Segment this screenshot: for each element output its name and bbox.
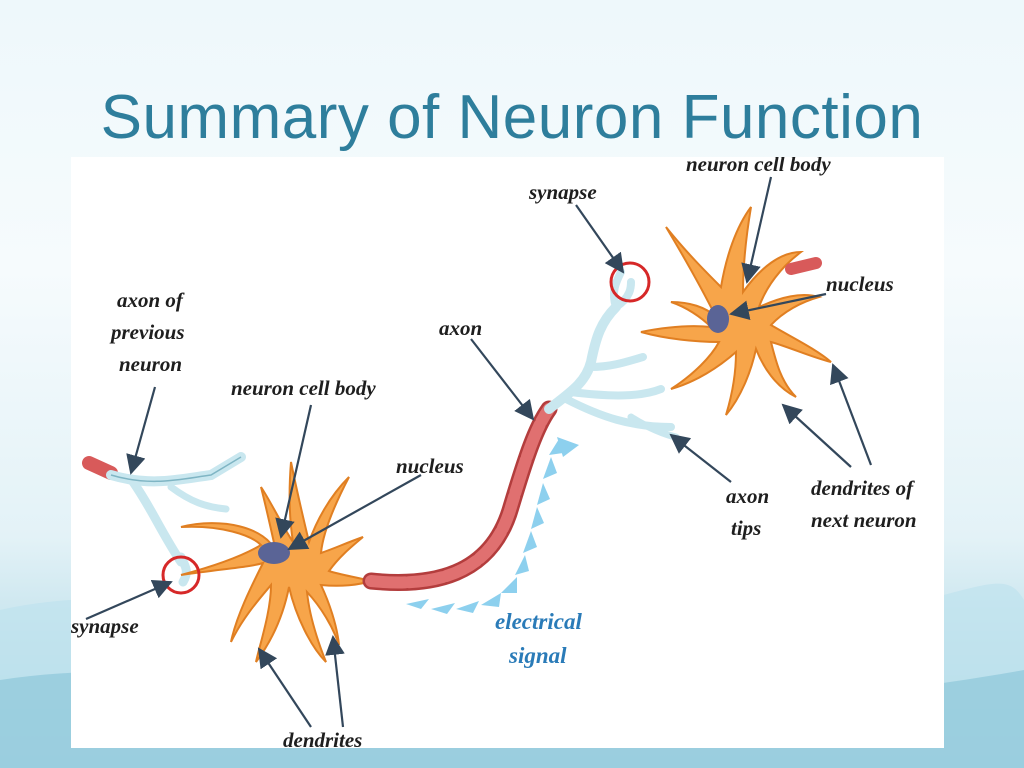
label-dendrites-of-next-neuron-1: dendrites of — [811, 476, 915, 500]
label-axon-tips-2: tips — [731, 516, 761, 540]
right-axon-tips — [544, 268, 680, 441]
electrical-signal-arrow — [406, 437, 579, 614]
previous-neuron-axon-tips — [82, 452, 246, 587]
neuron-diagram: axon of previous neuron neuron cell body… — [71, 157, 944, 748]
label-axon-tips-1: axon — [726, 484, 769, 508]
label-synapse-left: synapse — [71, 614, 139, 638]
diagram-labels: axon of previous neuron neuron cell body… — [71, 157, 917, 748]
label-dendrites-of-next-neuron-2: next neuron — [811, 508, 917, 532]
axon — [362, 400, 558, 591]
slide-title: Summary of Neuron Function — [100, 83, 924, 152]
synapse-circle-right — [609, 261, 651, 303]
synapse-circle-left — [161, 555, 201, 595]
label-nucleus-left: nucleus — [396, 454, 464, 478]
label-neuron-cell-body-left: neuron cell body — [231, 376, 376, 400]
right-neuron-cell-body — [640, 206, 832, 416]
label-arrows — [85, 176, 873, 728]
label-dendrites: dendrites — [283, 728, 362, 748]
label-axon-of-previous-neuron-1: axon of — [117, 288, 185, 312]
label-axon-of-previous-neuron-3: neuron — [119, 352, 182, 376]
label-electrical-signal-2: signal — [508, 643, 567, 668]
label-electrical-signal-1: electrical — [495, 609, 582, 634]
label-synapse-right: synapse — [528, 180, 597, 204]
label-nucleus-right: nucleus — [826, 272, 894, 296]
neuron-diagram-svg: axon of previous neuron neuron cell body… — [71, 157, 917, 748]
label-axon-of-previous-neuron-2: previous — [109, 320, 185, 344]
label-neuron-cell-body-right: neuron cell body — [686, 157, 831, 176]
left-neuron-cell-body — [180, 461, 375, 663]
label-axon: axon — [439, 316, 482, 340]
